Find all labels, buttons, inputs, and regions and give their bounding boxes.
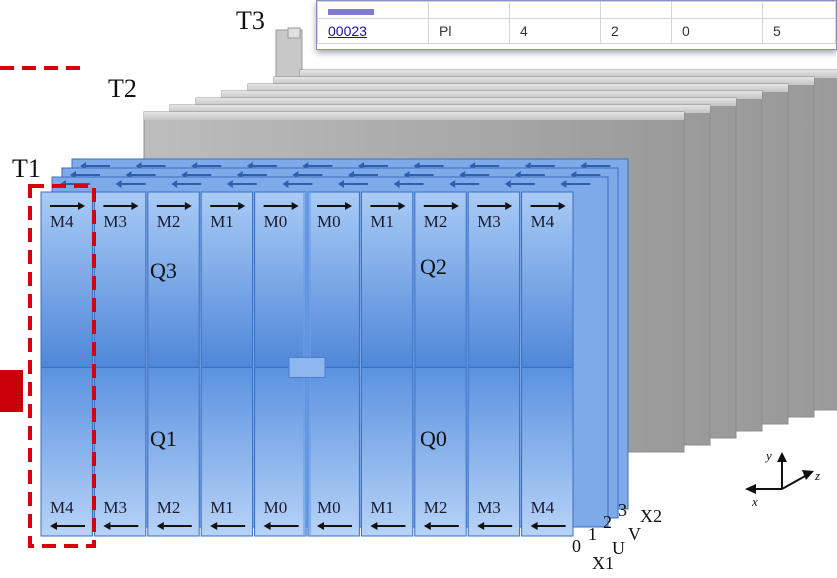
layer-number-2: 2 bbox=[603, 512, 612, 532]
axis-label-z: z bbox=[815, 468, 821, 483]
layer-name-v: V bbox=[628, 524, 641, 544]
top-module-label-8: M3 bbox=[477, 212, 501, 231]
top-module-label-9: M4 bbox=[530, 212, 555, 231]
bottom-module-label-0: M4 bbox=[50, 498, 74, 517]
layer-number-1: 1 bbox=[588, 524, 597, 544]
beam-pipe-hole bbox=[288, 356, 326, 378]
top-module-label-5: M0 bbox=[317, 212, 341, 231]
module-column bbox=[521, 191, 574, 537]
bottom-module-label-5: M0 bbox=[317, 498, 341, 517]
quadrant-q0: Q0 bbox=[420, 426, 447, 451]
module-column bbox=[40, 191, 93, 537]
bottom-module-label-9: M4 bbox=[530, 498, 555, 517]
top-module-label-1: M3 bbox=[103, 212, 128, 231]
station-t1-front-face bbox=[40, 191, 574, 537]
module-column bbox=[254, 191, 307, 537]
data-table-overlay: 00023 Pl 4 2 0 5 bbox=[316, 0, 837, 50]
layer-number-0: 0 bbox=[572, 536, 581, 556]
bottom-module-label-3: M1 bbox=[210, 498, 234, 517]
axis-label-x: x bbox=[752, 494, 758, 509]
module-column bbox=[93, 191, 147, 537]
bottom-module-label-1: M3 bbox=[103, 498, 128, 517]
module-column bbox=[147, 191, 200, 537]
module-column bbox=[414, 191, 467, 537]
module-column bbox=[360, 191, 414, 537]
row-id-link[interactable]: 00023 bbox=[328, 23, 367, 39]
row-c3-cell: 0 bbox=[671, 18, 763, 44]
quadrant-q2: Q2 bbox=[420, 254, 447, 279]
data-table: 00023 Pl 4 2 0 5 bbox=[317, 1, 836, 44]
station-label-t3: T3 bbox=[236, 6, 265, 35]
bottom-module-label-8: M3 bbox=[477, 498, 501, 517]
top-module-label-0: M4 bbox=[50, 212, 74, 231]
bottom-module-label-6: M1 bbox=[370, 498, 395, 517]
table-row-partial bbox=[317, 1, 836, 19]
module-column bbox=[467, 191, 521, 537]
top-module-label-2: M2 bbox=[156, 212, 181, 231]
row-c2-cell: 2 bbox=[600, 18, 672, 44]
quadrant-q3: Q3 bbox=[150, 258, 177, 283]
axis-glyph bbox=[745, 452, 814, 494]
axis-label-y: y bbox=[766, 448, 772, 463]
highlight-column-box bbox=[28, 184, 96, 548]
bottom-module-label-7: M2 bbox=[423, 498, 448, 517]
top-module-label-6: M1 bbox=[370, 212, 395, 231]
highlight-boxes bbox=[0, 66, 96, 548]
row-c1-cell: 4 bbox=[509, 18, 601, 44]
module-column bbox=[307, 191, 360, 537]
station-label-t2: T2 bbox=[108, 74, 137, 103]
highlight-red-marker bbox=[0, 370, 23, 412]
quadrant-q1: Q1 bbox=[150, 426, 177, 451]
module-column bbox=[200, 191, 254, 537]
layer-number-3: 3 bbox=[618, 500, 627, 520]
bottom-module-label-4: M0 bbox=[263, 498, 288, 517]
table-row: 00023 Pl 4 2 0 5 bbox=[317, 18, 836, 44]
station-t3-shape bbox=[275, 27, 303, 79]
top-module-label-3: M1 bbox=[210, 212, 234, 231]
layer-name-x2: X2 bbox=[640, 506, 662, 526]
top-module-label-4: M0 bbox=[263, 212, 288, 231]
layer-name-u: U bbox=[612, 538, 625, 558]
bottom-module-label-2: M2 bbox=[156, 498, 181, 517]
layer-name-x1: X1 bbox=[592, 553, 614, 573]
row-type-cell: Pl bbox=[428, 18, 510, 44]
station-label-t1: T1 bbox=[12, 154, 41, 183]
row-c4-cell: 5 bbox=[762, 18, 836, 44]
top-module-label-7: M2 bbox=[423, 212, 448, 231]
